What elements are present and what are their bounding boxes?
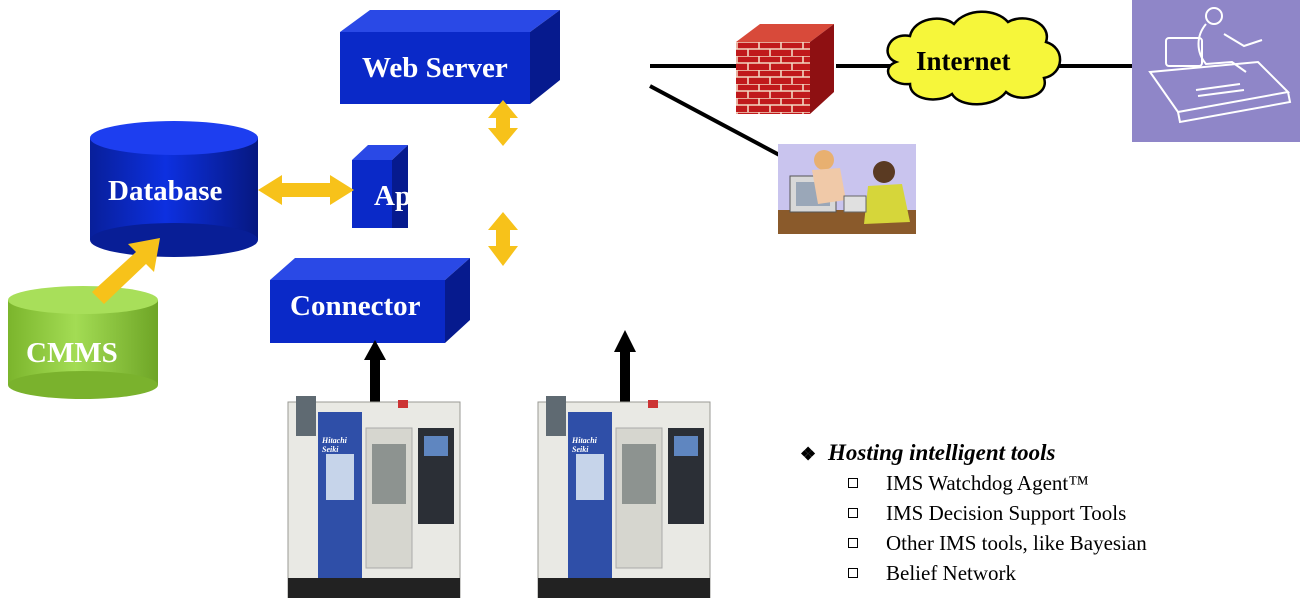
internet-label: Internet (916, 46, 1011, 76)
connector-label: Connector (290, 290, 421, 322)
tools-bullet-list: ❖ Hosting intelligent tools IMS Watchdog … (800, 440, 1300, 598)
web-server-box[interactable] (340, 10, 560, 104)
cmms-cylinder[interactable] (8, 286, 158, 399)
tools-list: IMS Watchdog Agent™ IMS Decision Support… (800, 468, 1300, 588)
list-item: IMS Watchdog Agent™ (848, 468, 1300, 498)
machine-brand-label-2: Hitachi Seiki (572, 436, 597, 454)
list-item: Other IMS tools, like Bayesian (848, 528, 1300, 558)
diamond-bullet-icon: ❖ (800, 444, 817, 464)
cmms-label: CMMS (26, 337, 118, 369)
data-flow-arrows (92, 100, 518, 304)
network-links (649, 64, 1145, 160)
machine-data-arrows (364, 330, 636, 408)
machine-brand-label-1: Hitachi Seiki (322, 436, 347, 454)
database-cylinder[interactable] (90, 121, 258, 257)
firewall-icon (736, 24, 834, 114)
web-server-label: Web Server (362, 52, 508, 84)
local-users-icon (778, 144, 916, 234)
list-item: IMS Decision Support Tools (848, 498, 1300, 528)
application-label: Ap (374, 180, 408, 212)
list-item: Belief Network (848, 558, 1300, 588)
connector-box[interactable] (270, 258, 470, 343)
internet-cloud (886, 10, 1062, 106)
tools-heading-text: Hosting intelligent tools (828, 440, 1056, 465)
tools-heading: ❖ Hosting intelligent tools (800, 440, 1300, 466)
database-label: Database (108, 175, 223, 207)
machine-tool-1 (287, 396, 461, 598)
application-box[interactable] (352, 140, 448, 240)
remote-user-icon (1132, 0, 1300, 142)
machine-tool-2 (537, 396, 711, 598)
